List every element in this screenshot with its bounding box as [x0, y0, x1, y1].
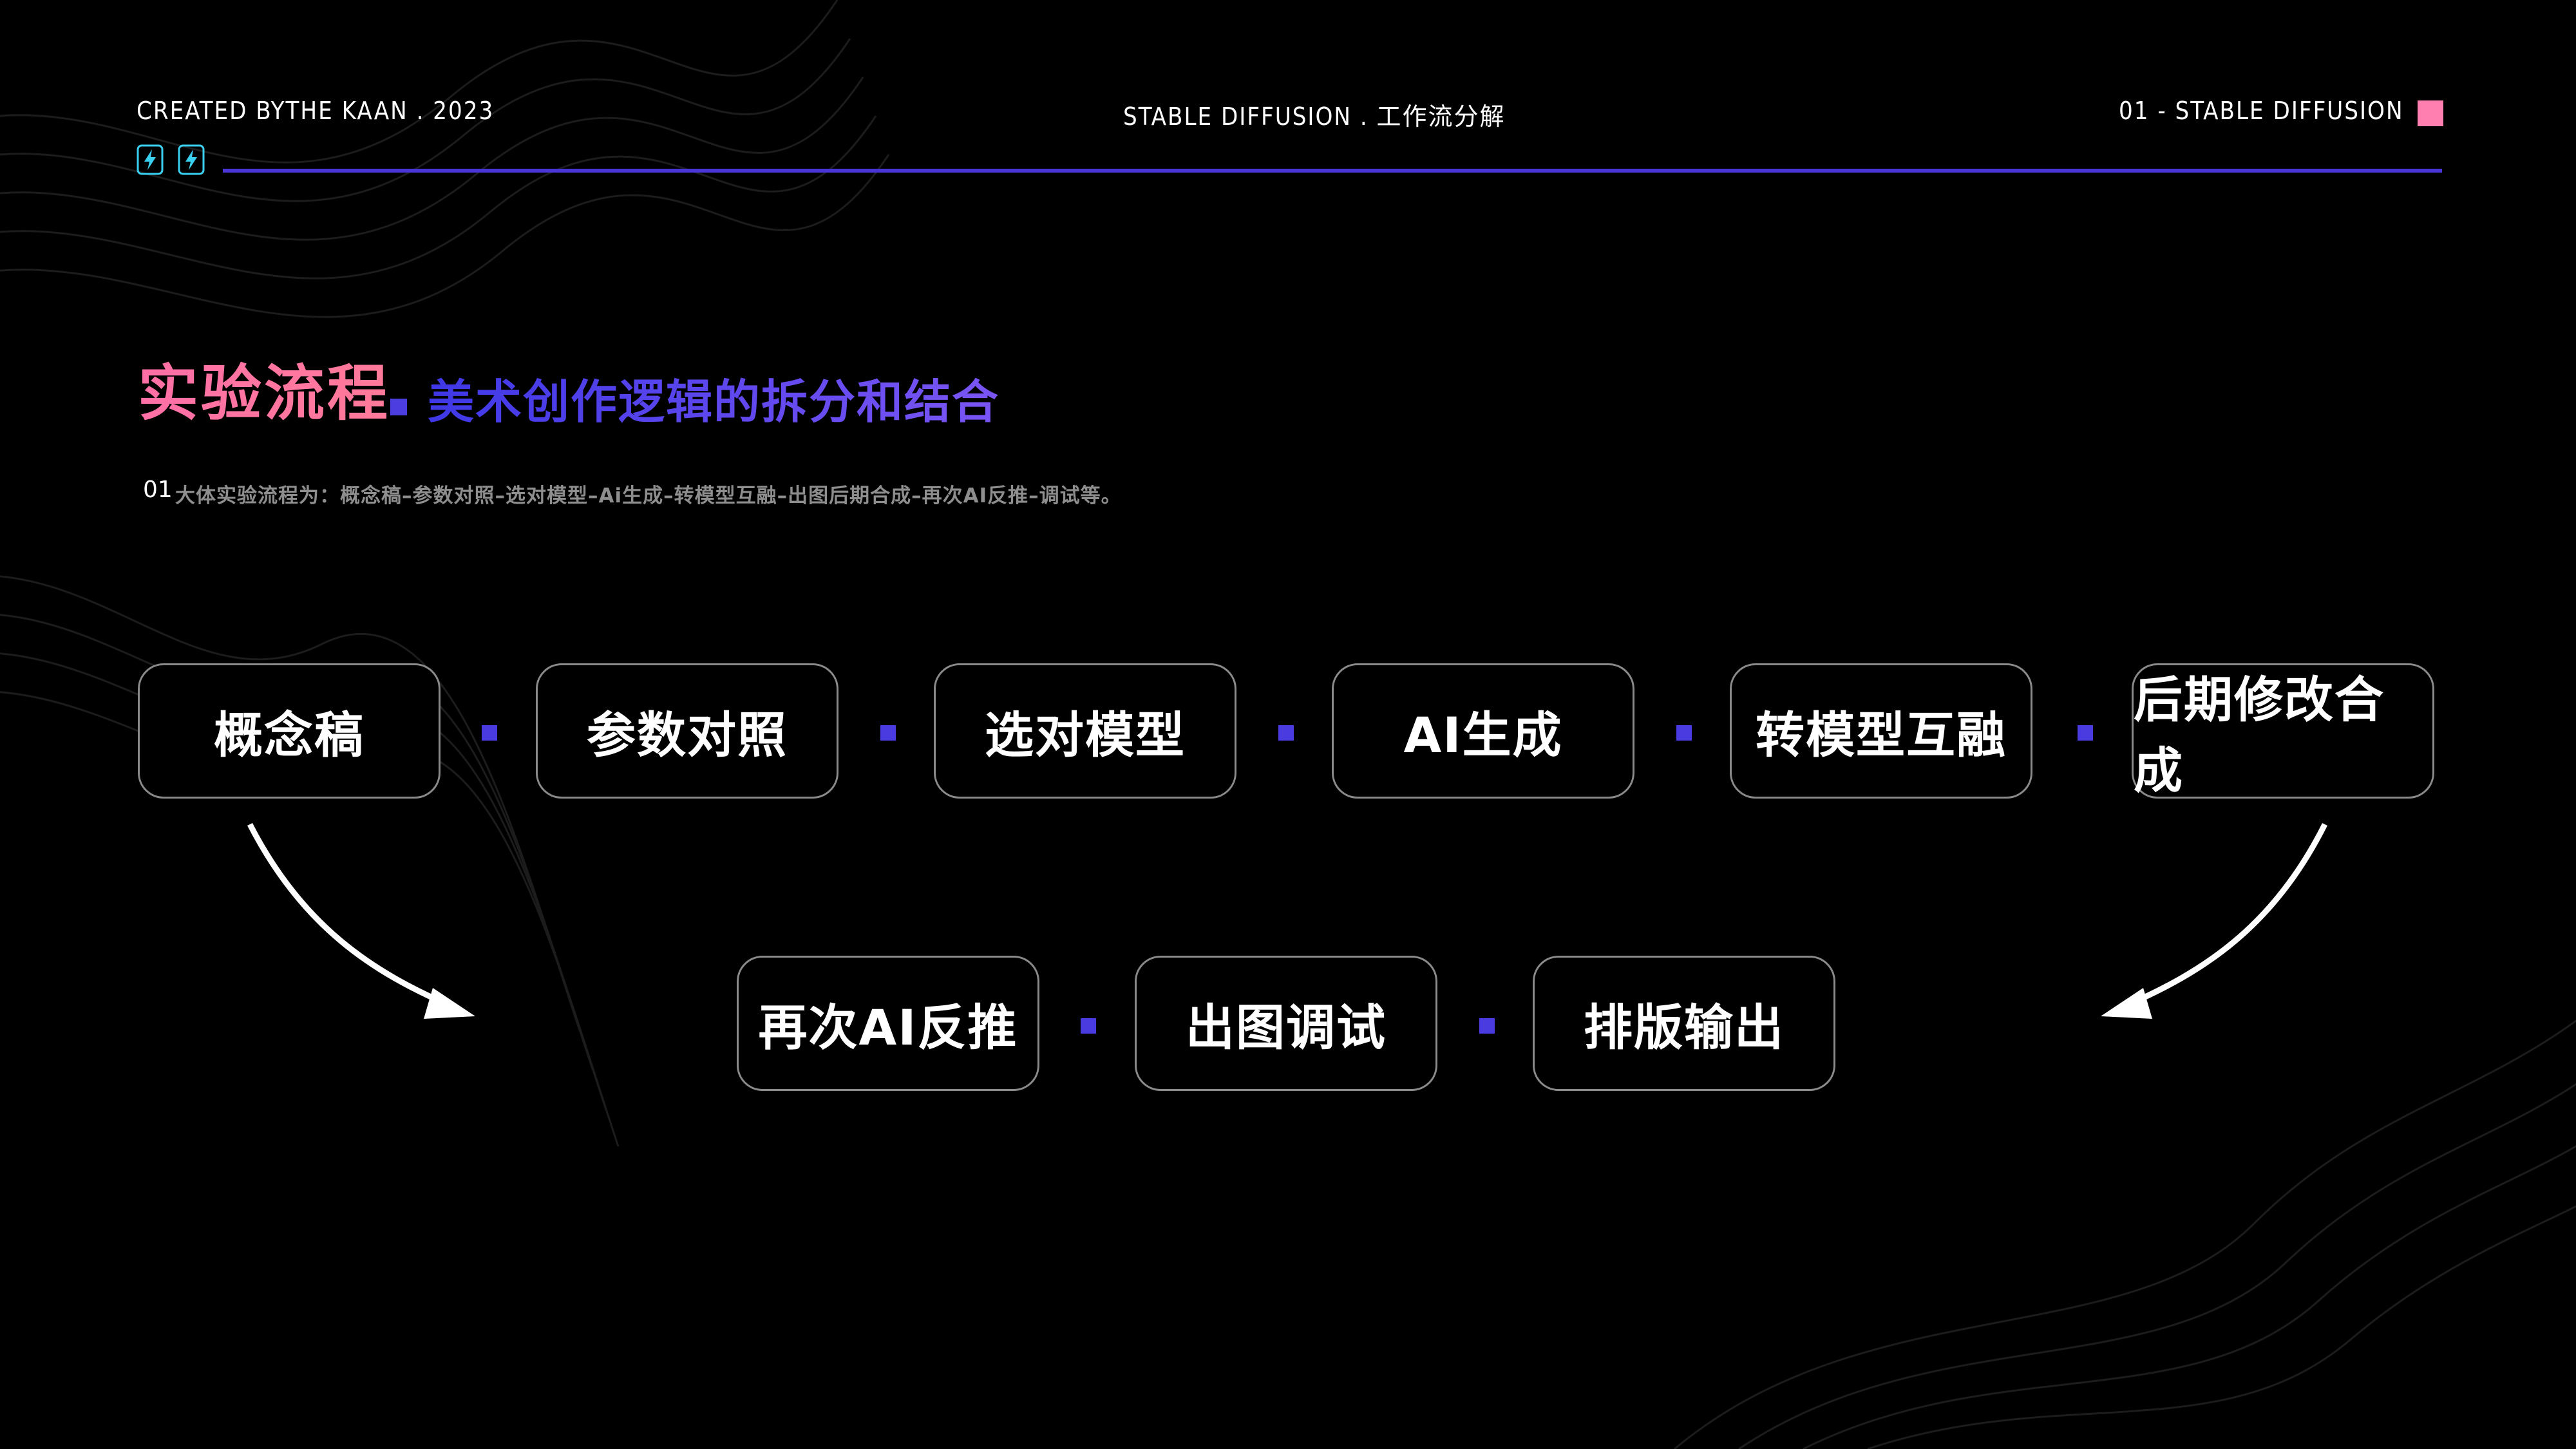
flow-separator	[482, 725, 497, 741]
flow-separator	[880, 725, 896, 741]
flow-step-debug: 出图调试	[1135, 956, 1437, 1091]
flow-step-model: 选对模型	[934, 663, 1236, 799]
header-title: STABLE DIFFUSION . 工作流分解	[1123, 102, 1506, 131]
header-page-label: 01 - STABLE DIFFUSION	[2119, 97, 2404, 125]
flow-step-concept: 概念稿	[138, 663, 440, 799]
flow-separator	[1278, 725, 1294, 741]
flow-separator	[2078, 725, 2093, 741]
flow-step-model-blend: 转模型互融	[1730, 663, 2032, 799]
page-title: 实验流程	[138, 345, 390, 432]
bolt-icon	[137, 144, 164, 175]
header-divider	[223, 169, 2442, 173]
description-number: 01	[143, 477, 173, 503]
header-credit: CREATED BYTHE KAAN . 2023	[137, 97, 495, 125]
page-marker	[2418, 100, 2443, 126]
flow-step-ai-generate: AI生成	[1332, 663, 1634, 799]
page-subtitle: 美术创作逻辑的拆分和结合	[428, 364, 999, 431]
flow-step-reverse-prompt: 再次AI反推	[737, 956, 1039, 1091]
flow-separator	[1479, 1018, 1495, 1034]
flow-step-post-compose: 后期修改合成	[2132, 663, 2434, 799]
flow-step-parameters: 参数对照	[536, 663, 838, 799]
flow-separator	[1081, 1018, 1096, 1034]
flow-separator	[1676, 725, 1692, 741]
flow-step-layout-output: 排版输出	[1533, 956, 1835, 1091]
bolt-icon	[178, 144, 205, 175]
description-text: 大体实验流程为：概念稿–参数对照–选对模型–Ai生成–转模型互融–出图后期合成–…	[175, 484, 1122, 507]
title-dot	[390, 399, 407, 415]
